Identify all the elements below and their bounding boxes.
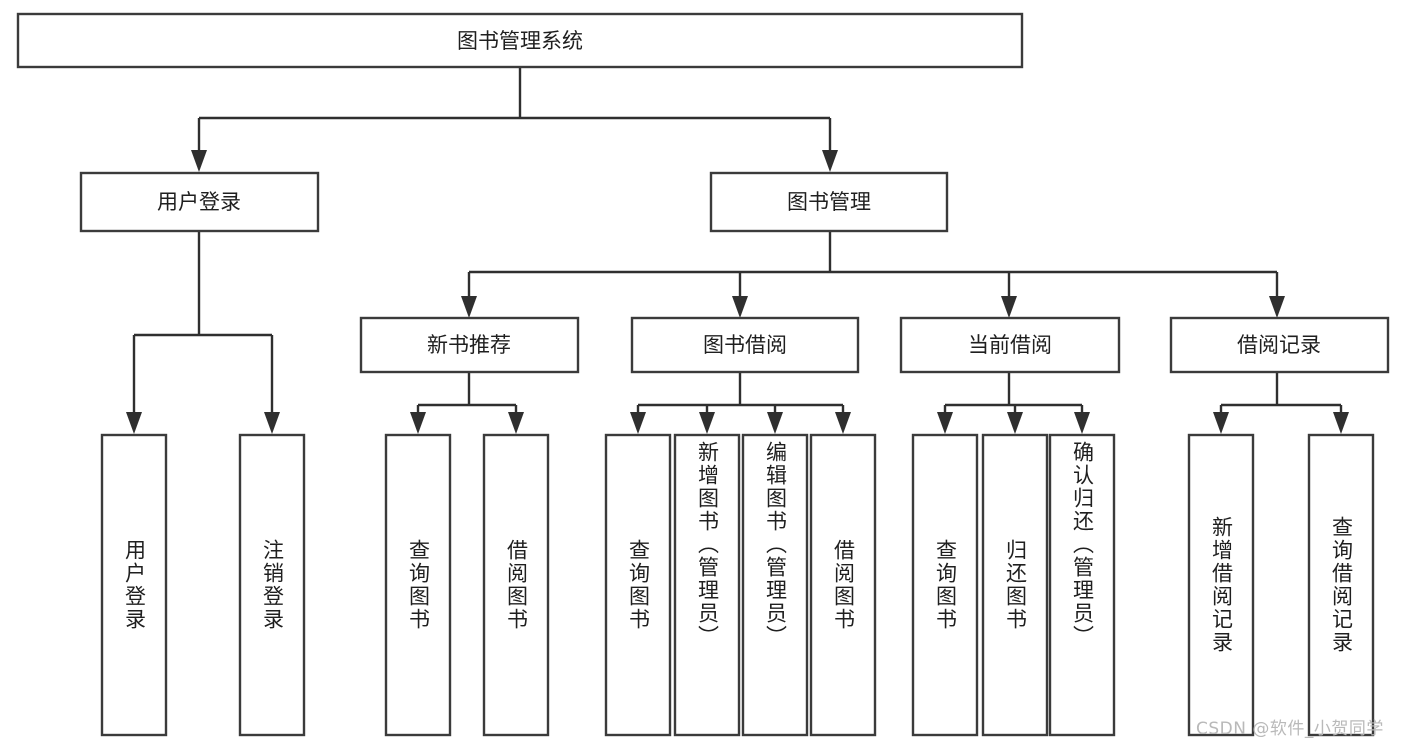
node-current-borrow-box	[899, 316, 1121, 374]
leaf-box-return-book[interactable]	[981, 433, 1049, 737]
node-current-borrow-label: 当前借阅	[968, 333, 1052, 357]
leaf-box-borrow-book[interactable]	[809, 433, 877, 737]
leaf-box-borrow-book-new[interactable]	[482, 433, 550, 737]
arrow-icon-book-borrow-child-1	[630, 412, 646, 434]
leaf-box-query-book-new[interactable]	[384, 433, 452, 737]
node-root-system[interactable]: 图书管理系统	[16, 12, 1024, 69]
leaf-box-query-book-borrow[interactable]	[604, 433, 672, 737]
node-book-management-box	[709, 171, 949, 233]
node-new-book-recommend[interactable]: 新书推荐	[359, 316, 580, 374]
leaf-box-query-book-current[interactable]	[911, 433, 979, 737]
arrow-icon-new-book-child-2	[508, 412, 524, 434]
arrow-icon-current-borrow-child-2	[1007, 412, 1023, 434]
arrow-icon-user-login-child-2	[264, 412, 280, 434]
leaf-box-layer	[100, 433, 1375, 737]
node-root-system-label: 图书管理系统	[457, 29, 583, 53]
node-root-system-box	[16, 12, 1024, 69]
arrow-icon-book-management	[822, 150, 838, 172]
arrow-icon-book-borrow	[732, 296, 748, 318]
leaf-box-add-book-admin[interactable]	[673, 433, 741, 737]
arrow-icon-current-borrow-child-3	[1074, 412, 1090, 434]
connector-layer	[126, 67, 1349, 434]
node-book-management[interactable]: 图书管理	[709, 171, 949, 233]
leaf-box-query-borrow-record[interactable]	[1307, 433, 1375, 737]
arrow-icon-new-book-child-1	[410, 412, 426, 434]
node-user-login[interactable]: 用户登录	[79, 171, 320, 233]
node-user-login-label: 用户登录	[157, 190, 241, 214]
node-new-book-recommend-box	[359, 316, 580, 374]
node-book-borrow-box	[630, 316, 860, 374]
leaf-box-user-logout[interactable]	[238, 433, 306, 737]
node-current-borrow[interactable]: 当前借阅	[899, 316, 1121, 374]
node-borrow-record-label: 借阅记录	[1237, 333, 1321, 357]
leaf-box-confirm-return-admin[interactable]	[1048, 433, 1116, 737]
arrow-icon-book-borrow-child-2	[699, 412, 715, 434]
arrow-icon-user-login	[191, 150, 207, 172]
arrow-icon-book-borrow-child-3	[767, 412, 783, 434]
arrow-icon-borrow-record-child-1	[1213, 412, 1229, 434]
arrow-icon-new-book-recommend	[461, 296, 477, 318]
node-borrow-record[interactable]: 借阅记录	[1169, 316, 1390, 374]
node-user-login-box	[79, 171, 320, 233]
arrow-icon-current-borrow	[1001, 296, 1017, 318]
arrow-icon-user-login-child-1	[126, 412, 142, 434]
node-borrow-record-box	[1169, 316, 1390, 374]
arrow-icon-borrow-record	[1269, 296, 1285, 318]
arrow-icon-book-borrow-child-4	[835, 412, 851, 434]
node-book-management-label: 图书管理	[787, 190, 871, 214]
node-book-borrow[interactable]: 图书借阅	[630, 316, 860, 374]
arrow-icon-current-borrow-child-1	[937, 412, 953, 434]
leaf-box-edit-book-admin[interactable]	[741, 433, 809, 737]
node-book-borrow-label: 图书借阅	[703, 333, 787, 357]
leaf-box-add-borrow-record[interactable]	[1187, 433, 1255, 737]
node-new-book-recommend-label: 新书推荐	[427, 333, 511, 357]
leaf-box-user-login[interactable]	[100, 433, 168, 737]
arrow-icon-borrow-record-child-2	[1333, 412, 1349, 434]
